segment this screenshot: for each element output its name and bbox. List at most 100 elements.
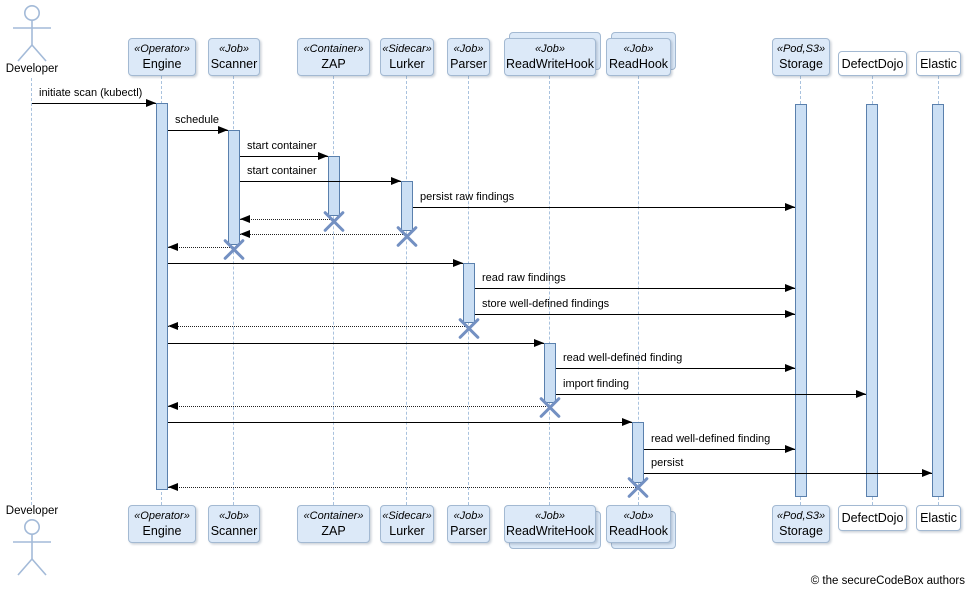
arrowhead-icon [622,418,632,426]
participant-name: Storage [779,524,823,538]
message-line [475,288,795,289]
destroy-x-icon [222,237,246,261]
message-line [240,234,407,235]
arrowhead-icon [922,469,932,477]
destroy-x-icon [538,395,562,419]
participant-name: Elastic [920,511,957,525]
participant-box-readwritehook-top: «Job» ReadWriteHook [504,38,596,76]
participant-name: ReadHook [608,57,669,71]
message-label: persist [651,457,684,469]
participant-name: DefectDojo [841,56,904,71]
stereotype-label: «Job» [453,510,484,522]
participant-box-readhook-bottom: «Job» ReadHook [606,505,671,543]
lifeline-readhook [637,76,639,505]
destroy-x-icon [457,316,481,340]
participant-name: Scanner [210,57,258,71]
participant-box-storage-top: «Pod,S3»Storage [772,38,830,76]
activation-bar-readwritehook [544,343,556,403]
participant-name: ZAP [321,524,346,538]
arrowhead-icon [168,243,178,251]
participant-box-parser-bottom: «Job» Parser [447,505,490,543]
actor-icon [12,3,52,68]
participant-name: Engine [142,57,182,71]
arrowhead-icon [391,177,401,185]
message-label: initiate scan (kubectl) [39,87,143,99]
message-line [240,156,328,157]
stereotype-label: «Job» [535,43,565,55]
participant-name: DefectDojo [841,511,904,525]
stereotype-label: «Operator» [134,510,190,522]
stereotype-label: «Container» [303,510,364,522]
activation-bar-zap [328,156,340,216]
message-label: read raw findings [482,272,566,284]
arrowhead-icon [785,445,795,453]
participant-name: Engine [142,524,182,538]
activation-bar-parser [463,263,475,323]
participant-name: ReadWriteHook [505,524,594,538]
stereotype-label: «Job» [535,510,565,522]
participant-box-scanner-bottom: «Job» Scanner [208,505,260,543]
participant-box-elastic-top: Elastic [916,51,961,76]
message-line [240,219,334,220]
stereotype-label: «Job» [219,510,249,522]
participant-name: Parser [450,524,487,538]
message-label: persist raw findings [420,191,515,203]
participant-name: Elastic [920,56,957,71]
arrowhead-icon [168,402,178,410]
message-line [644,449,795,450]
participant-box-readwritehook-bottom: «Job» ReadWriteHook [504,505,596,543]
stereotype-label: «Job» [623,43,654,55]
activation-bar-lurker [401,181,413,231]
message-line [168,247,234,248]
arrowhead-icon [534,339,544,347]
participant-box-lurker-bottom: «Sidecar»Lurker [380,505,434,543]
actor-label: Developer [5,63,59,75]
message-line [556,394,866,395]
message-line [413,207,795,208]
stereotype-label: «Container» [303,43,364,55]
participant-name: Parser [450,57,487,71]
message-label: start container [247,165,317,177]
message-label: read well-defined finding [563,352,683,364]
arrowhead-icon [785,284,795,292]
destroy-x-icon [395,224,419,248]
message-line [32,103,156,104]
actor-label: Developer [5,505,59,517]
message-line [556,368,795,369]
lifeline-developer [31,78,32,505]
activation-bar-elastic [932,104,944,497]
arrowhead-icon [785,364,795,372]
arrowhead-icon [453,259,463,267]
message-line [475,314,795,315]
arrowhead-icon [856,390,866,398]
lifeline-readwritehook [549,76,550,505]
participant-box-scanner-top: «Job» Scanner [208,38,260,76]
activation-bar-readhook [632,422,644,483]
stereotype-label: «Operator» [134,43,190,55]
stereotype-label: «Job» [623,510,654,522]
participant-name: Lurker [389,57,425,71]
message-line [168,487,638,488]
message-line [168,130,228,131]
arrowhead-icon [240,215,250,223]
participant-name: ReadHook [608,524,669,538]
message-line [644,473,932,474]
arrowhead-icon [240,230,250,238]
arrowhead-icon [168,322,178,330]
stereotype-label: «Pod,S3» [776,510,826,522]
message-label: store well-defined findings [482,298,610,310]
arrowhead-icon [318,152,328,160]
arrowhead-icon [785,310,795,318]
stereotype-label: «Pod,S3» [776,43,826,55]
participant-box-readhook-top: «Job» ReadHook [606,38,671,76]
message-line [168,343,544,344]
actor-icon [12,517,52,582]
participant-box-lurker-top: «Sidecar»Lurker [380,38,434,76]
participant-box-elastic-bottom: Elastic [916,505,961,531]
message-label: import finding [563,378,630,390]
participant-name: Scanner [210,524,258,538]
participant-name: ReadWriteHook [505,57,594,71]
message-label: read well-defined finding [651,433,771,445]
stereotype-label: «Job» [219,43,249,55]
message-line [168,326,469,327]
